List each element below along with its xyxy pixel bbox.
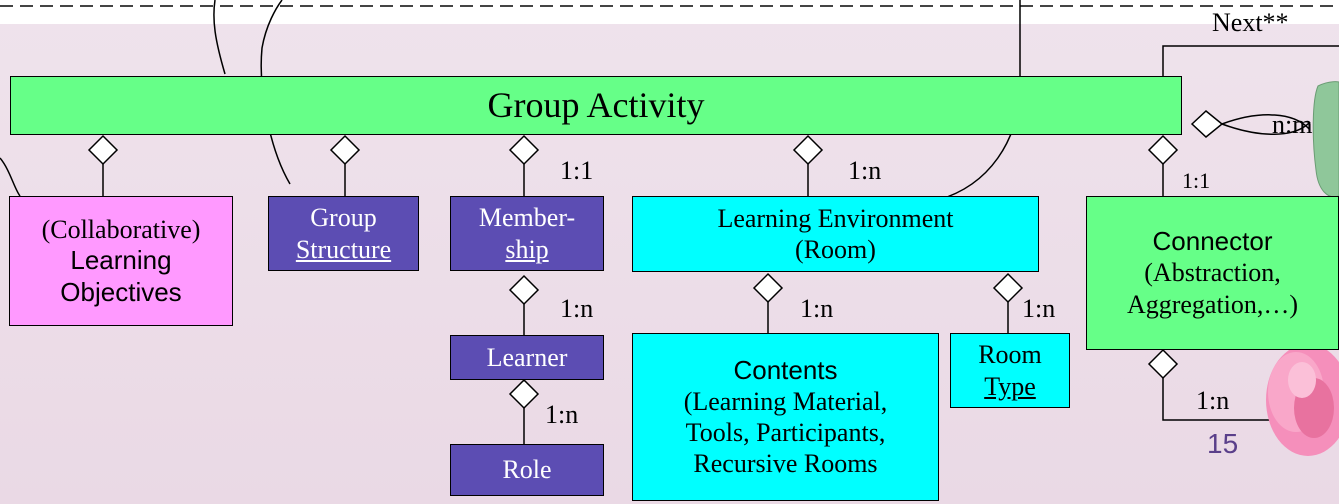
header-dashed-line [0,5,1339,7]
contents-line-1: Contents [733,354,838,385]
membership-line-2: ship [505,234,549,264]
next-label: Next** [1212,8,1289,37]
membership-box: Member- ship [450,196,604,271]
annotation-curve-4 [0,157,21,197]
group-activity-self-cardinality: n:m [1272,110,1313,139]
learning-environment-line-2: (Room) [795,235,876,264]
connector-cardinality: 1:1 [1182,168,1211,193]
contents-line-2: (Learning Material, [683,386,888,416]
group-structure-line-1: Group [310,203,377,233]
group-activity-label: Group Activity [487,84,705,125]
contents-cardinality: 1:n [800,294,834,323]
room-type-cardinality: 1:n [1022,294,1056,323]
connector-self-cardinality: 1:n [1196,386,1230,415]
contents-line-4: Recursive Rooms [693,449,878,479]
cactus-decoration [1312,81,1339,198]
role-label: Role [502,455,552,485]
membership-cardinality: 1:1 [560,156,594,185]
learning-environment-box: Learning Environment (Room) [632,196,1039,272]
connector-line-2: (Abstraction, [1144,258,1281,288]
learning-objectives-box: (Collaborative) Learning Objectives [9,196,233,326]
annotation-curve-1 [213,0,226,75]
objectives-line-2: Learning [70,245,172,276]
connector-line-1: Connector [1152,226,1273,257]
learning-environment-line-1: Learning Environment [717,203,954,233]
connector-box: Connector (Abstraction, Aggregation,…) [1086,196,1339,350]
objectives-line-1: (Collaborative) [41,215,201,245]
membership-line-1: Member- [478,203,576,233]
room-type-line-2: Type [984,371,1036,401]
contents-box: Contents (Learning Material, Tools, Part… [632,333,939,501]
learner-box: Learner [450,335,604,380]
page-number: 15 [1207,428,1239,459]
group-structure-line-2: Structure [295,234,392,264]
flower-decoration [1266,344,1339,456]
learner-cardinality: 1:n [560,294,594,323]
learner-label: Learner [486,342,568,372]
objectives-line-3: Objectives [60,276,182,307]
room-type-line-1: Room [978,340,1042,370]
group-structure-box: Group Structure [268,196,419,271]
annotation-curve-2 [260,0,291,185]
header-band [0,0,1339,24]
group-activity-box: Group Activity [10,76,1182,135]
connector-line-3: Aggregation,…) [1126,289,1299,319]
room-type-box: Room Type [950,333,1070,408]
role-cardinality: 1:n [545,400,579,429]
learning-environment-cardinality: 1:n [848,156,882,185]
contents-line-3: Tools, Participants, [685,418,886,447]
role-box: Role [450,444,604,496]
